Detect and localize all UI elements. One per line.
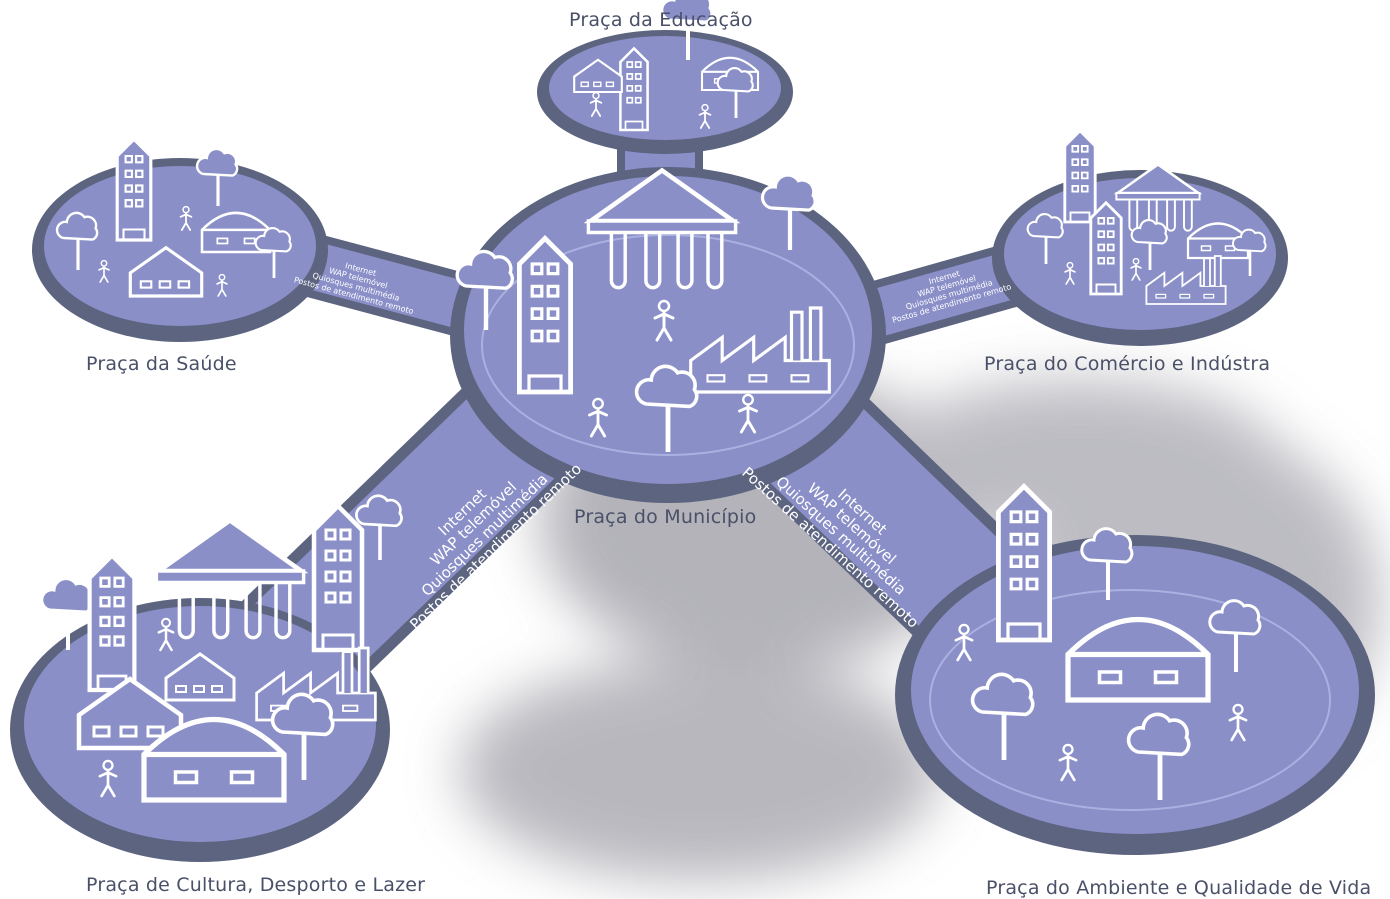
- label-praca-cultura: Praça de Cultura, Desporto e Lazer: [86, 874, 426, 896]
- label-praca-municipio: Praça do Município: [574, 506, 757, 528]
- label-praca-comercio: Praça do Comércio e Indústra: [984, 353, 1271, 375]
- label-praca-ambiente: Praça do Ambiente e Qualidade de Vida: [986, 877, 1372, 899]
- label-praca-saude: Praça da Saúde: [86, 353, 237, 375]
- label-praca-educacao: Praça da Educação: [569, 9, 753, 31]
- plaza-saude: [32, 158, 328, 342]
